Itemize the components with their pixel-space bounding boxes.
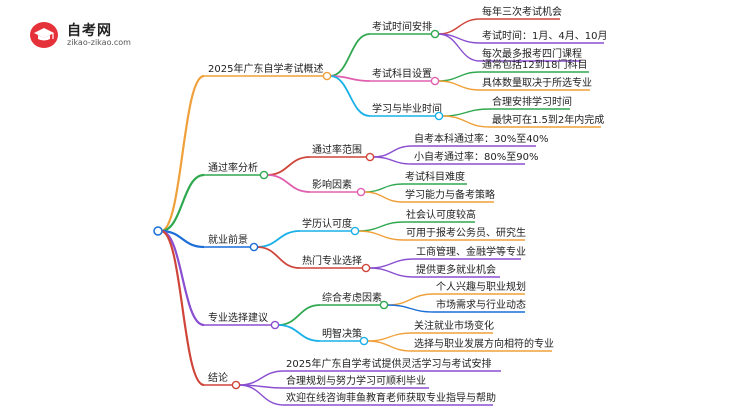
branch-overview-topic-3-label: 学习与毕业时间 — [372, 102, 442, 115]
branch-overview-topic-1-connector — [329, 33, 371, 77]
branch-pass-rate-topic-2-leaf-2-label: 学习能力与备考策略 — [405, 188, 495, 201]
branch-overview-topic-2-node — [430, 76, 440, 86]
logo-url: zikao-zikao.com — [67, 38, 131, 47]
root-node — [153, 226, 163, 236]
branch-employment-topic-1-node — [350, 226, 360, 236]
branch-pass-rate-connector — [160, 173, 205, 233]
branch-overview-node — [322, 71, 332, 81]
mind-map-edges — [160, 18, 604, 406]
branch-employment-topic-2-label: 热门专业选择 — [302, 254, 362, 267]
branch-employment-label: 就业前景 — [208, 233, 248, 246]
branch-major-advice-label: 专业选择建议 — [208, 311, 268, 324]
branch-overview-topic-1-leaf-3-connector — [437, 33, 481, 62]
branch-pass-rate-topic-2-leaf-1-label: 考试科目难度 — [405, 170, 465, 183]
branch-major-advice-topic-2-label: 明智决策 — [322, 327, 362, 340]
branch-overview-topic-3-leaf-1-connector — [441, 108, 491, 117]
branch-overview-topic-1-leaf-3-label: 每次最多报考四门课程 — [482, 47, 582, 60]
site-logo[interactable]: 自考网 zikao-zikao.com — [0, 0, 150, 60]
branch-overview-topic-1-leaf-1-connector — [437, 18, 481, 35]
graduation-cap-icon — [30, 22, 58, 48]
branch-pass-rate-topic-1-leaf-2-connector — [372, 156, 413, 165]
branch-overview-topic-3-leaf-1-label: 合理安排学习时间 — [492, 95, 572, 108]
branch-pass-rate-topic-2-connector — [266, 174, 311, 193]
branch-major-advice-node — [270, 320, 280, 330]
logo-title: 自考网 — [67, 23, 112, 39]
branch-employment-topic-2-leaf-1-label: 工商管理、金融学等专业 — [416, 245, 526, 258]
branch-overview-topic-2-label: 考试科目设置 — [372, 67, 432, 80]
branch-major-advice-topic-2-leaf-1-connector — [366, 332, 413, 342]
branch-employment-topic-2-leaf-2-label: 提供更多就业机会 — [416, 263, 496, 276]
branch-overview-connector — [160, 74, 205, 233]
branch-pass-rate-topic-1-connector — [266, 156, 311, 176]
branch-conclusion-leaf-2-label: 合理规划与努力学习可顺利毕业 — [286, 374, 426, 387]
branch-major-advice-topic-1-leaf-2-label: 市场需求与行业动态 — [436, 298, 526, 311]
branch-overview-topic-2-leaf-2-connector — [437, 80, 481, 91]
branch-major-advice-topic-1-leaf-1-connector — [386, 293, 435, 306]
branch-conclusion-leaf-3-label: 欢迎在线咨询菲鱼教育老师获取专业指导与帮助 — [286, 391, 496, 404]
branch-employment-topic-2-node — [361, 263, 371, 273]
branch-conclusion-leaf-1-label: 2025年广东自学考试提供灵活学习与考试安排 — [286, 357, 491, 370]
branch-major-advice-topic-1-node — [379, 300, 389, 310]
branch-major-advice-topic-1-connector — [277, 304, 321, 326]
branch-overview-topic-3-connector — [329, 75, 371, 117]
branch-overview-topic-1-leaf-2-label: 考试时间：1月、4月、10月 — [482, 29, 607, 42]
branch-major-advice-topic-1-label: 综合考虑因素 — [322, 291, 382, 304]
branch-overview-topic-1-node — [430, 29, 440, 39]
branch-employment-topic-1-leaf-1-label: 社会认可度较高 — [406, 208, 476, 221]
branch-major-advice-topic-2-connector — [277, 324, 321, 342]
branch-pass-rate-topic-2-leaf-2-connector — [363, 191, 404, 203]
branch-employment-topic-1-leaf-2-label: 可用于报考公务员、研究生 — [406, 226, 526, 239]
branch-employment-topic-2-connector — [256, 246, 301, 269]
branch-major-advice-topic-2-node — [359, 336, 369, 346]
branch-overview-topic-3-leaf-2-connector — [441, 115, 491, 128]
branch-pass-rate-topic-2-leaf-1-connector — [363, 183, 404, 193]
branch-pass-rate-topic-1-node — [365, 152, 375, 162]
branch-overview-topic-1-label: 考试时间安排 — [372, 20, 432, 33]
branch-conclusion-connector — [160, 229, 205, 387]
branch-major-advice-topic-1-leaf-2-connector — [386, 304, 435, 313]
branch-overview-topic-2-leaf-2-label: 具体数量取决于所选专业 — [482, 76, 592, 89]
branch-employment-topic-1-leaf-1-connector — [357, 221, 405, 232]
branch-conclusion-leaf-3-connector — [238, 384, 285, 406]
branch-major-advice-topic-2-leaf-1-label: 关注就业市场变化 — [414, 319, 494, 332]
branch-overview-label: 2025年广东自学考试概述 — [208, 62, 323, 75]
branch-major-advice-topic-2-leaf-2-connector — [366, 340, 413, 352]
branch-overview-topic-3-leaf-2-label: 最快可在1.5到2年内完成 — [492, 113, 604, 126]
branch-overview-topic-1-leaf-1-label: 每年三次考试机会 — [482, 5, 562, 18]
branch-pass-rate-topic-1-leaf-1-label: 自考本科通过率：30%至40% — [414, 132, 548, 145]
branch-conclusion-node — [231, 380, 241, 390]
branch-employment-topic-1-connector — [256, 230, 301, 248]
mind-map-nodes: 2025年广东自学考试概述 考试时间安排 每年三次考试机会考试时间：1月、4月、10… — [153, 5, 607, 404]
branch-conclusion-label: 结论 — [208, 371, 228, 384]
branch-pass-rate-topic-1-leaf-1-connector — [372, 145, 413, 158]
branch-employment-node — [249, 242, 259, 252]
branch-pass-rate-topic-2-label: 影响因素 — [312, 178, 352, 191]
branch-pass-rate-topic-1-label: 通过率范围 — [312, 143, 362, 156]
branch-major-advice-topic-1-leaf-1-label: 个人兴趣与职业规划 — [436, 280, 526, 293]
branch-pass-rate-topic-2-node — [356, 187, 366, 197]
branch-employment-topic-2-leaf-2-connector — [368, 267, 415, 278]
branch-employment-topic-2-leaf-1-connector — [368, 258, 415, 269]
branch-major-advice-topic-2-leaf-2-label: 选择与职业发展方向相符的专业 — [414, 337, 554, 350]
branch-employment-topic-1-leaf-2-connector — [357, 230, 405, 241]
branch-conclusion-leaf-1-connector — [238, 370, 285, 386]
branch-overview-topic-2-leaf-1-connector — [437, 71, 481, 82]
branch-pass-rate-node — [259, 170, 269, 180]
branch-pass-rate-topic-1-leaf-2-label: 小自考通过率：80%至90% — [414, 150, 538, 163]
branch-overview-topic-3-node — [434, 111, 444, 121]
branch-overview-topic-2-leaf-1-label: 通常包括12到18门科目 — [482, 58, 587, 71]
branch-employment-topic-1-label: 学历认可度 — [302, 217, 352, 230]
branch-pass-rate-label: 通过率分析 — [208, 161, 258, 174]
